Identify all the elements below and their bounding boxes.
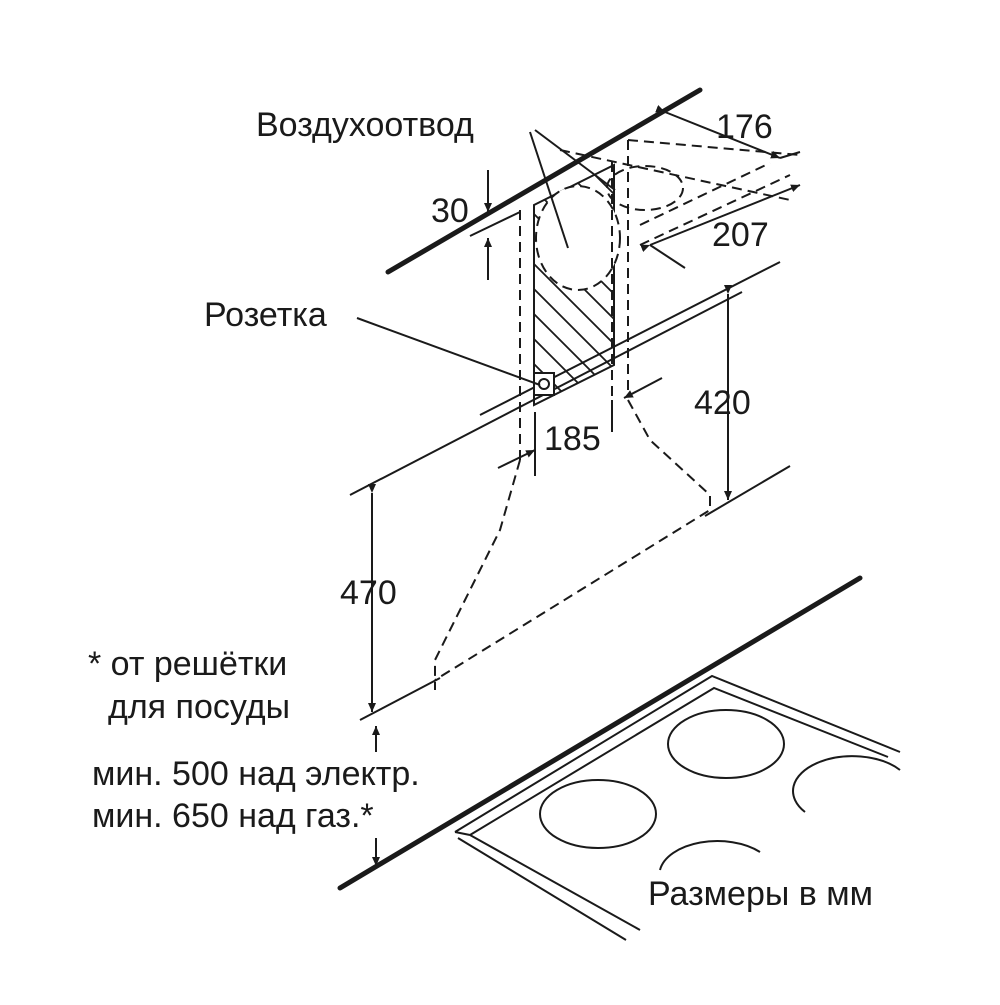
ceiling-line bbox=[385, 87, 703, 275]
duct-leader-2 bbox=[534, 129, 616, 191]
duct-label: Воздухоотвод bbox=[256, 106, 474, 144]
socket-leader bbox=[356, 317, 541, 386]
note-line-1: * от решётки bbox=[88, 645, 287, 683]
dim-30-text: 30 bbox=[431, 192, 469, 230]
dimension-185 bbox=[497, 377, 663, 476]
socket-label: Розетка bbox=[204, 296, 327, 334]
min-gas-text: мин. 650 над газ.* bbox=[92, 797, 374, 835]
duct-leader-1 bbox=[529, 131, 569, 249]
note-line-2: для посуды bbox=[108, 688, 290, 726]
cooktop bbox=[337, 575, 901, 941]
dimension-207 bbox=[640, 184, 801, 269]
dim-207-text: 207 bbox=[712, 216, 769, 254]
min-electric-text: мин. 500 над электр. bbox=[92, 755, 420, 793]
chimney-outline bbox=[434, 140, 711, 690]
wall-line-lower bbox=[704, 465, 791, 517]
wall-line-bottom bbox=[359, 677, 441, 721]
units-text: Размеры в мм bbox=[648, 875, 873, 913]
dimension-30 bbox=[469, 170, 521, 280]
dimension-176 bbox=[655, 104, 801, 159]
dim-420-text: 420 bbox=[694, 384, 751, 422]
dim-176-text: 176 bbox=[716, 108, 773, 146]
dim-470-text: 470 bbox=[340, 574, 397, 612]
dim-185-text: 185 bbox=[544, 420, 601, 458]
